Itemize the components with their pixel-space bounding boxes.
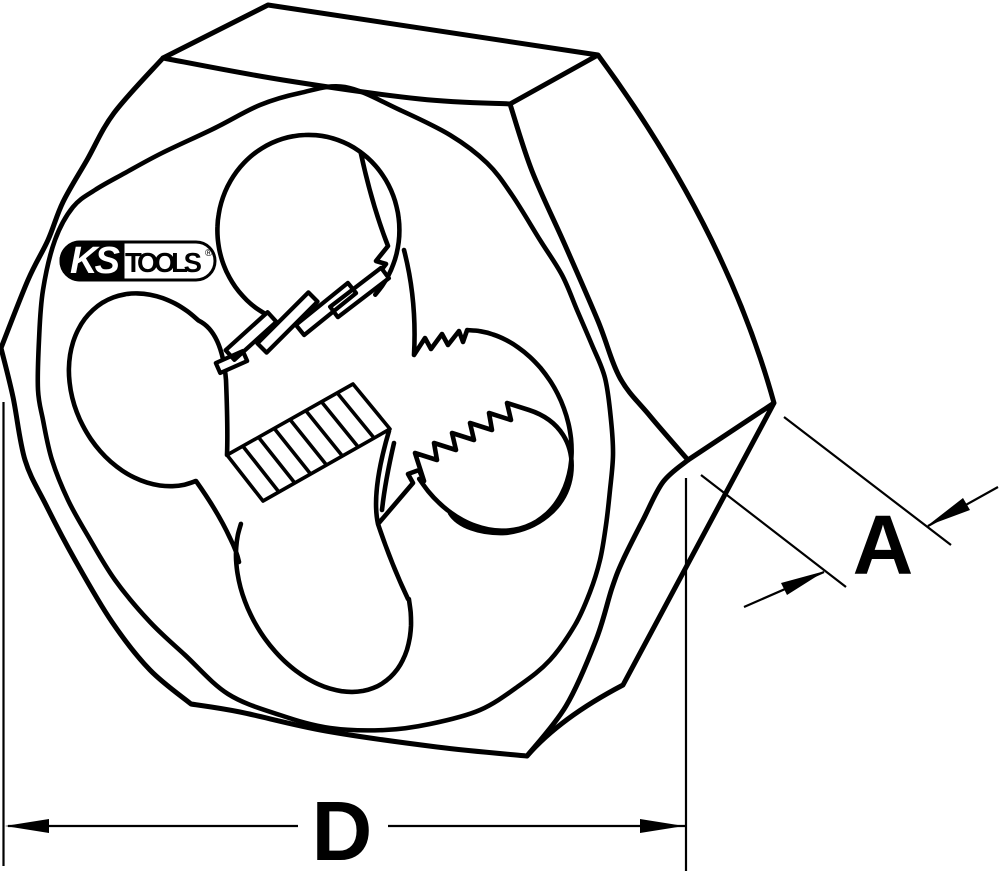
svg-text:TOOLS: TOOLS	[125, 247, 202, 278]
svg-text:KS: KS	[70, 240, 120, 282]
svg-text:®: ®	[205, 248, 213, 259]
svg-text:A: A	[853, 498, 914, 592]
svg-text:D: D	[312, 784, 373, 878]
